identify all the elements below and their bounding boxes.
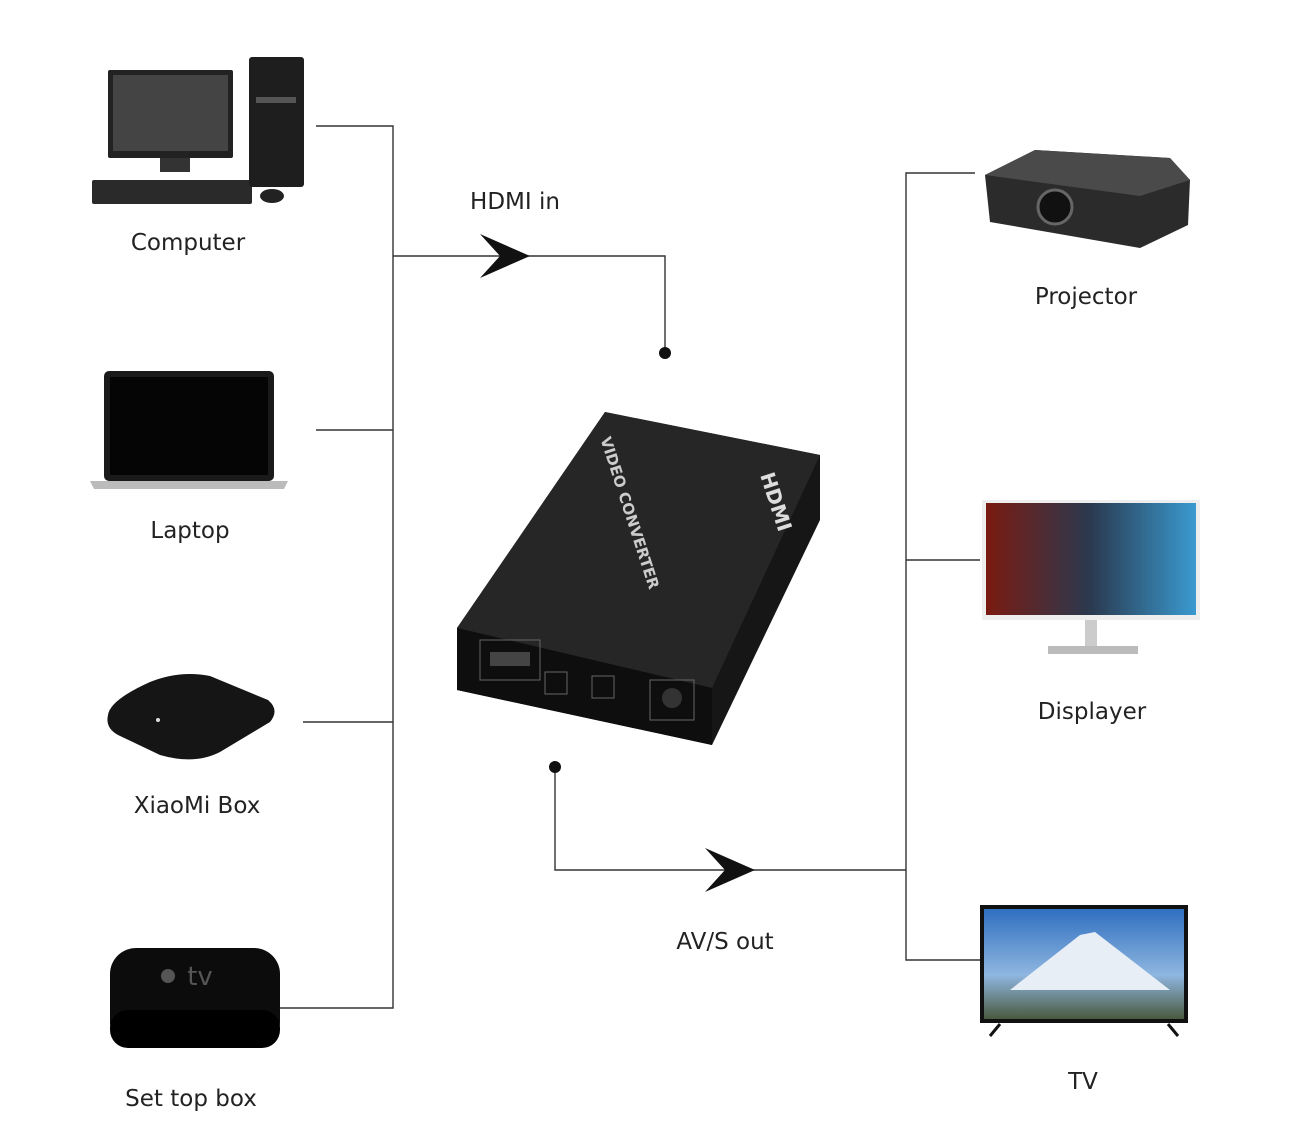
svg-text:tv: tv [187,962,213,992]
output-label-projector: Projector [1034,284,1138,310]
input-label-computer: Computer [130,230,246,256]
input-bus-line [275,125,394,1009]
arrow-right-icon [705,848,755,892]
av-out-line [554,767,906,871]
hdmi-in-label: HDMI in [470,189,560,215]
connector-dot [659,347,671,359]
output-bus-line [905,172,980,961]
input-label-set-top-box: Set top box [125,1086,257,1112]
connector-dot [549,761,561,773]
laptop-icon [90,371,288,489]
video-converter-device: VIDEO CONVERTER HDMI [457,412,820,745]
projector-icon [985,150,1190,248]
computer-icon [92,57,304,204]
av-out-label: AV/S out [676,929,774,955]
output-label-displayer: Displayer [1037,699,1147,725]
output-label-tv: TV [1068,1069,1098,1095]
monitor-icon [982,500,1200,654]
tv-icon [980,905,1188,1037]
input-label-laptop: Laptop [150,518,230,544]
arrow-right-icon [480,234,530,278]
connector-lines [275,125,980,1009]
xiaomi-box-icon [107,674,275,760]
input-label-xiaomi-box: XiaoMi Box [133,793,261,819]
hdmi-in-line [393,255,666,353]
set-top-box-icon: tv [110,948,280,1048]
